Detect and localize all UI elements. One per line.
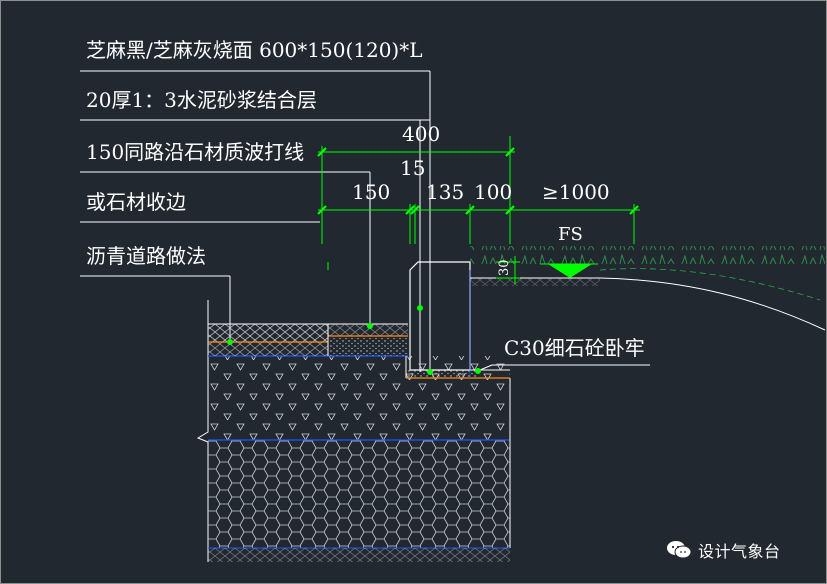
dim-100: 100 [474, 180, 513, 204]
wechat-icon [667, 541, 692, 559]
watermark-text: 设计气象台 [698, 542, 781, 561]
dim-min-1000: ≥1000 [542, 180, 610, 204]
dim-total: 400 [402, 122, 441, 146]
concrete-subbase-layer [208, 356, 510, 440]
dim-150: 150 [352, 180, 391, 204]
break-line-left [196, 300, 209, 562]
fs-elevation-marker [548, 264, 592, 278]
annotation-edge-strip: 150同路沿石材质波打线 [86, 140, 305, 164]
annotation-asphalt: 沥青道路做法 [86, 244, 206, 268]
dim-gap: 15 [400, 156, 426, 180]
mortar-bed-layer [328, 338, 408, 356]
dimension-ticks [317, 147, 639, 215]
watermark: 设计气象台 [666, 538, 781, 562]
dim-135: 135 [426, 180, 465, 204]
annotation-stone-finish: 芝麻黑/芝麻灰烧面 600*150(120)*L [86, 38, 423, 62]
ground-line [470, 277, 826, 331]
height-dimension [496, 256, 520, 284]
stone-edge-strip [328, 324, 408, 336]
planting-hatch [470, 246, 825, 264]
fs-label: FS [558, 224, 583, 245]
dim-height-30: 30 [497, 259, 512, 276]
annotation-underlines [80, 70, 650, 366]
annotation-mortar-layer: 20厚1：3水泥砂浆结合层 [86, 88, 317, 112]
curb-stone [409, 261, 471, 371]
annotation-edge-alt: 或石材收边 [86, 190, 186, 214]
gravel-base-layer [208, 440, 510, 548]
leader-dots [227, 305, 481, 375]
asphalt-top-layer [208, 324, 328, 342]
annotation-curb-base: C30细石砼卧牢 [504, 336, 645, 360]
